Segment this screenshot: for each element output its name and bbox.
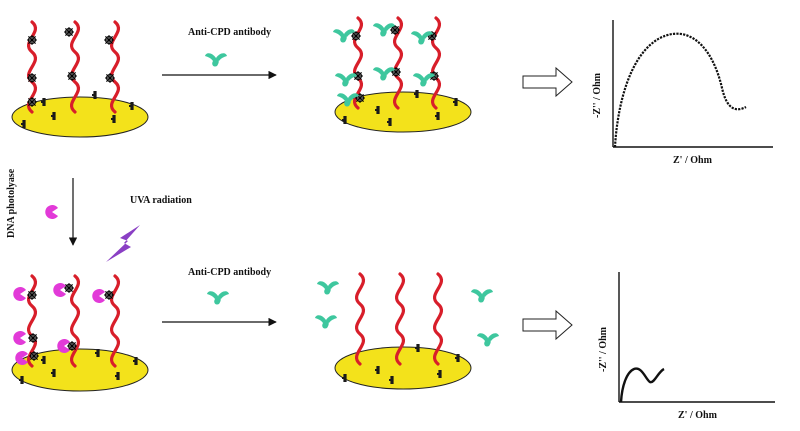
arrow-bottom	[162, 291, 277, 327]
arrow-vertical	[45, 178, 78, 246]
electrode-bottom-left	[11, 274, 149, 392]
label-anti-cpd-top: Anti-CPD antibody	[188, 27, 272, 38]
label-anti-cpd-bottom: Anti-CPD antibody	[188, 267, 272, 278]
plot-top-xlabel: Z' / Ohm	[673, 155, 712, 166]
label-uva-radiation: UVA radiation	[130, 195, 192, 206]
label-dna-photolyase: DNA photolyase	[6, 168, 17, 238]
plot-bottom-xlabel: Z' / Ohm	[678, 410, 717, 421]
electrode-bottom-middle	[315, 272, 499, 390]
plot-bottom-ylabel: -Z'' / Ohm	[598, 326, 609, 372]
electrode-top-left	[11, 20, 149, 138]
uva-lightning-icon	[106, 225, 140, 262]
nyquist-plot-bottom	[618, 272, 775, 403]
electrode-top-middle	[333, 16, 472, 133]
arrow-top	[162, 53, 277, 80]
plot-top-ylabel: -Z'' / Ohm	[592, 72, 603, 118]
hollow-arrow-bottom	[522, 309, 573, 341]
nyquist-plot-top	[612, 20, 773, 148]
hollow-arrow-top	[522, 66, 573, 98]
